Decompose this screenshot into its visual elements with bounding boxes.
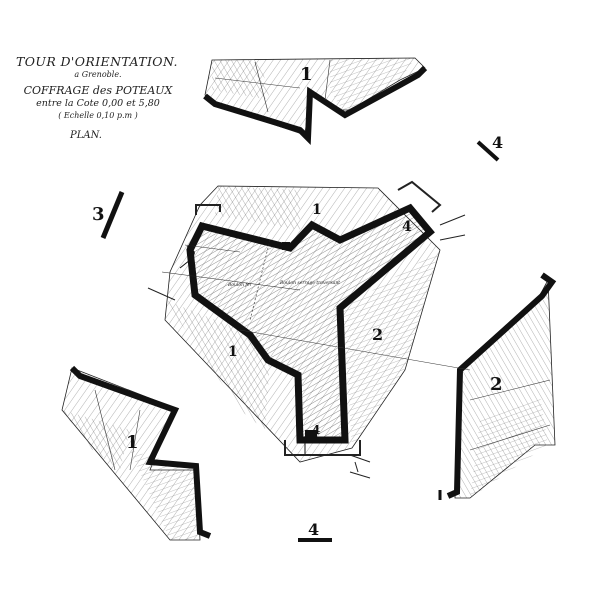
formwork-piece-right [446,272,557,499]
title-formwork: COFFRAGE des POTEAUX [23,84,173,97]
label-section-3: 3 [92,204,105,225]
title-city: a Grenoble. [74,70,122,79]
label-piece-3-center: 3 [186,244,196,260]
title-levels: entre la Cote 0,00 et 5,80 [36,98,160,109]
section-mark-3-bar [100,191,125,239]
label-piece-2-right: 2 [490,374,503,395]
label-section-4-right: 4 [492,133,503,152]
title-scale: ( Echelle 0,10 p.m ) [58,111,138,120]
title-plan: PLAN. [70,130,102,141]
note-bolt-left: Boulon fer [227,282,253,288]
label-piece-4-center-top: 4 [402,219,412,235]
formwork-piece-top [203,57,428,145]
title-block: TOUR D'ORIENTATION. a Grenoble. COFFRAGE… [14,54,182,141]
note-bolt-center: Boulon serrage traversant [279,280,340,286]
title-tower: TOUR D'ORIENTATION. [16,54,178,69]
label-piece-1-center: 1 [312,202,322,218]
formwork-piece-bottom-left [61,365,212,541]
label-piece-2-center: 2 [372,325,383,344]
label-piece-1-top: 1 [300,64,313,85]
label-piece-1-center-left: 1 [228,344,238,360]
section-mark-4-right-bar [476,140,500,162]
label-piece-1-bottom: 1 [126,432,139,453]
central-assembly [147,180,471,479]
label-section-4-bottom: 4 [308,520,319,539]
label-piece-4-center-bottom: 4 [312,423,320,437]
